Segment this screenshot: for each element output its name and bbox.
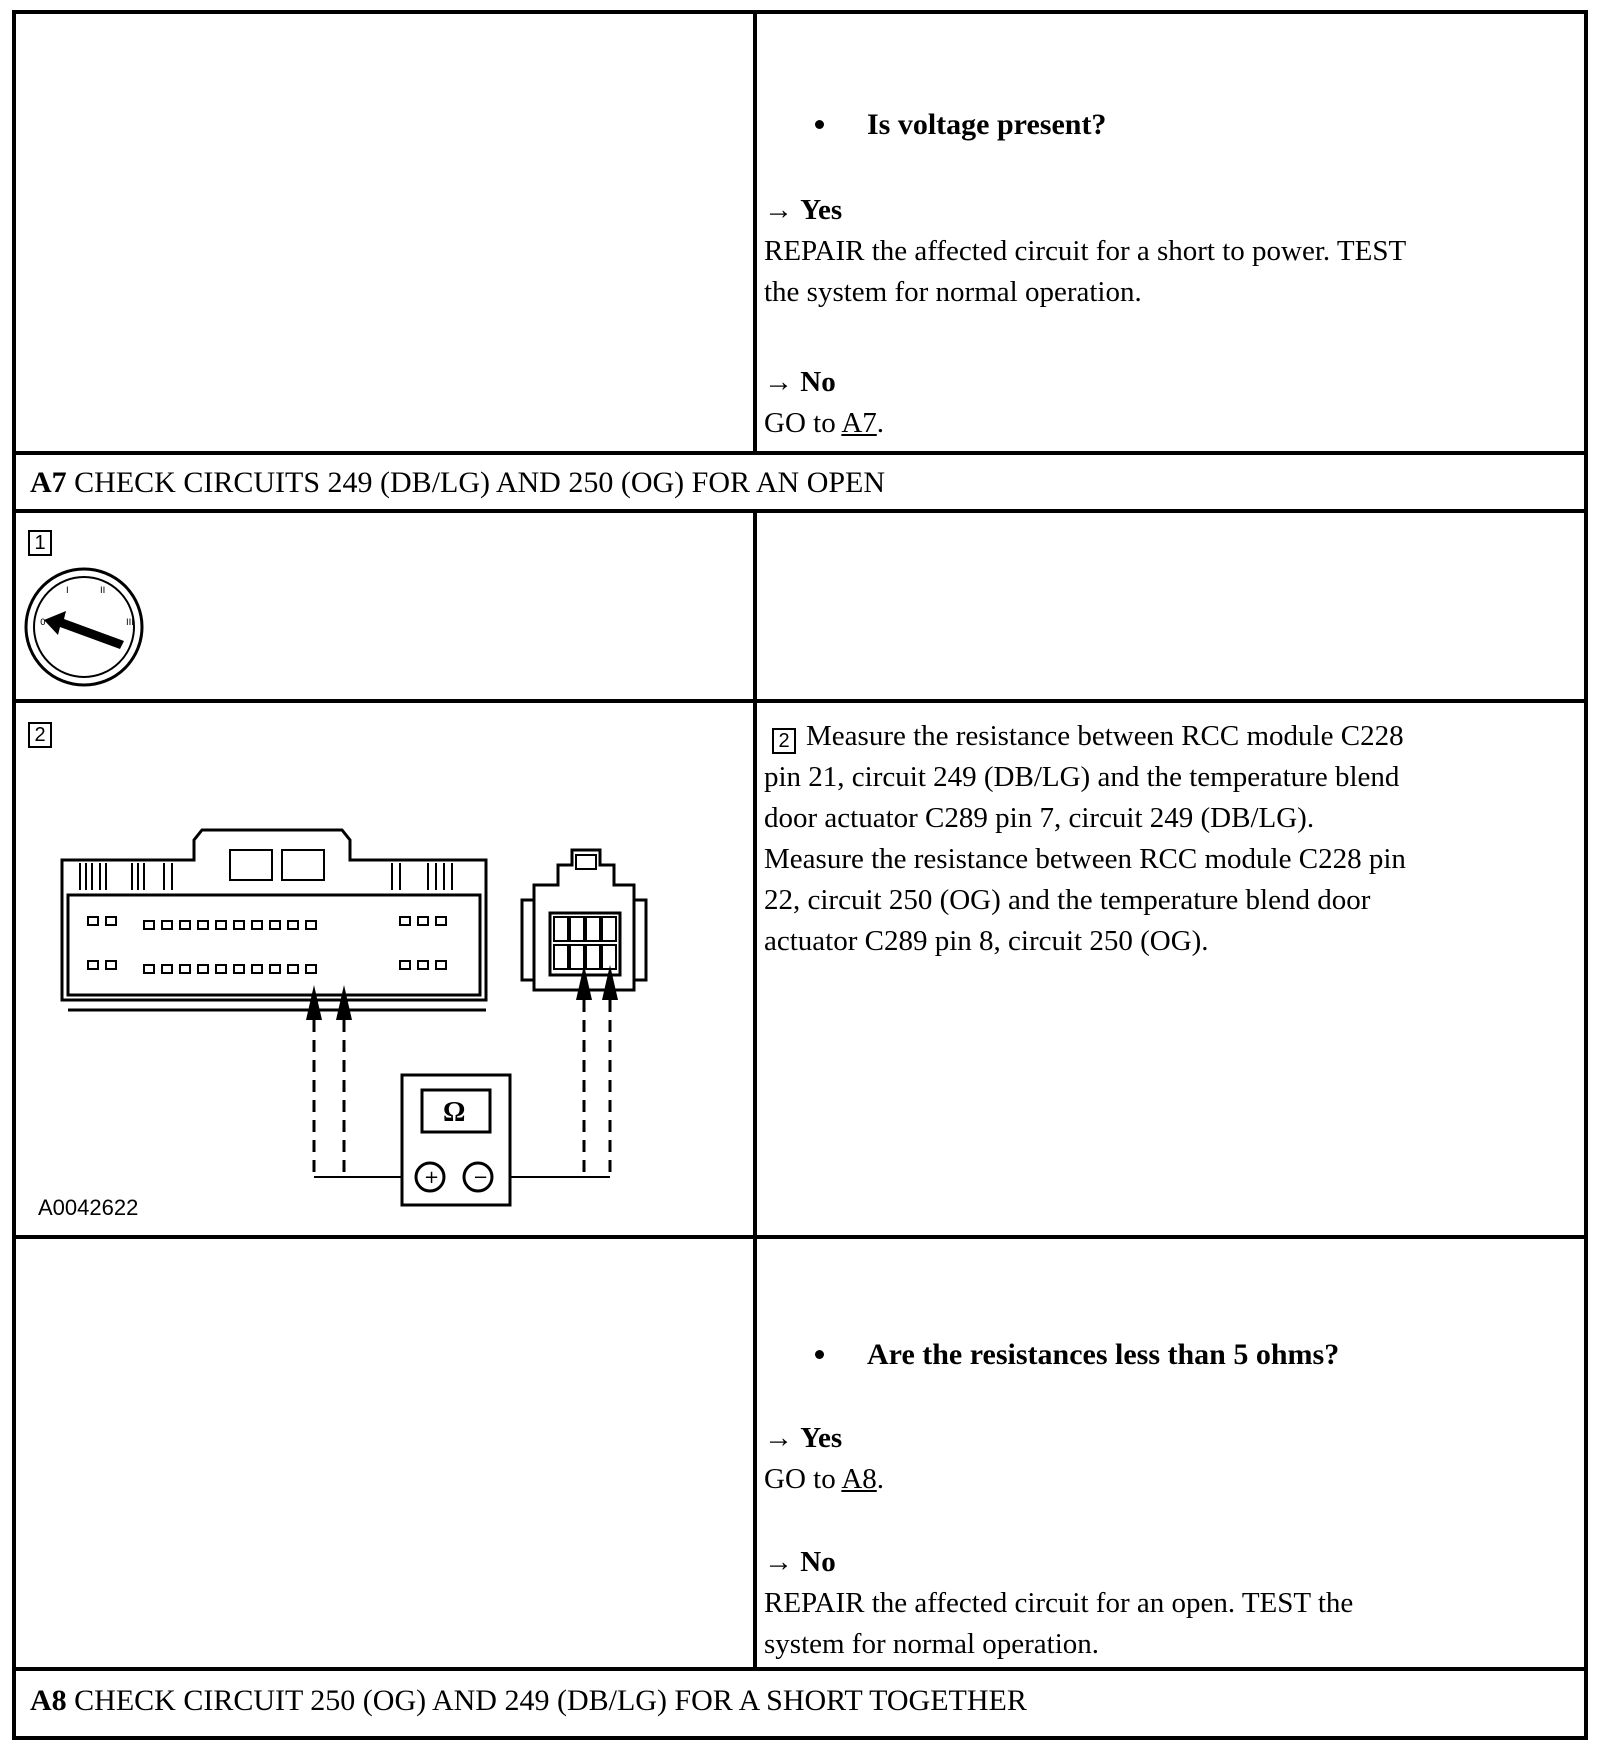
instruction-line: 22, circuit 250 (OG) and the temperature… xyxy=(764,884,1371,916)
svg-text:−: − xyxy=(473,1167,488,1188)
ignition-off-icon: 0 I II III xyxy=(24,567,144,687)
step-number-box: 1 xyxy=(28,530,52,556)
yes-label: Yes xyxy=(800,194,843,226)
arrow-icon: → xyxy=(764,1422,793,1454)
section-code: A7 xyxy=(30,466,67,499)
instruction-line: Measure the resistance between RCC modul… xyxy=(806,720,1404,752)
svg-text:0: 0 xyxy=(40,618,46,628)
yes-outcome: → Yes GO to A8. xyxy=(764,1418,884,1500)
no-outcome: → No REPAIR the affected circuit for an … xyxy=(764,1542,1353,1665)
pin-row-bottom xyxy=(87,960,447,974)
step-number-box: 2 xyxy=(28,722,52,748)
question-text: Are the resistances less than 5 ohms? xyxy=(867,1338,1340,1371)
link-a7[interactable]: A7 xyxy=(841,407,877,439)
yes-label: Yes xyxy=(800,1422,843,1454)
row-divider xyxy=(12,1235,1588,1239)
ohmmeter-icon xyxy=(400,1073,512,1207)
svg-text:III: III xyxy=(126,618,134,628)
instruction-line: door actuator C289 pin 7, circuit 249 (D… xyxy=(764,802,1315,834)
question-text: Is voltage present? xyxy=(867,108,1107,141)
arrow-icon: → xyxy=(764,366,793,398)
diagram-code: A0042622 xyxy=(38,1195,139,1220)
instruction-line: Measure the resistance between RCC modul… xyxy=(764,843,1406,875)
svg-text:+: + xyxy=(424,1167,439,1188)
ohm-symbol: Ω xyxy=(443,1097,465,1128)
rcc-connector-c228 xyxy=(60,828,488,1012)
bullet-icon xyxy=(815,1350,824,1359)
yes-text: GO to xyxy=(764,1463,842,1495)
row-divider xyxy=(12,699,1588,703)
arrow-icon: → xyxy=(764,194,793,226)
diagnostic-table: Is voltage present? → Yes REPAIR the aff… xyxy=(12,10,1588,1740)
column-divider xyxy=(753,10,757,451)
section-title: CHECK CIRCUIT 250 (OG) AND 249 (DB/LG) F… xyxy=(74,1684,1027,1717)
svg-text:I: I xyxy=(66,586,69,596)
bullet-icon xyxy=(815,120,824,129)
section-header-a7: A7 CHECK CIRCUITS 249 (DB/LG) AND 250 (O… xyxy=(30,463,885,503)
yes-outcome: → Yes REPAIR the affected circuit for a … xyxy=(764,190,1406,313)
no-outcome: → No GO to A7. xyxy=(764,362,884,444)
section-title: CHECK CIRCUITS 249 (DB/LG) AND 250 (OG) … xyxy=(74,466,886,499)
section-code: A8 xyxy=(30,1684,67,1717)
row-divider xyxy=(12,509,1588,513)
connector-measurement-diagram: Ω + − xyxy=(60,828,648,1207)
svg-text:II: II xyxy=(100,586,105,596)
pin-row-top xyxy=(87,916,447,930)
yes-text: REPAIR the affected circuit for a short … xyxy=(764,235,1407,267)
punctuation: . xyxy=(876,1463,885,1495)
column-divider xyxy=(753,509,757,1667)
yes-text: the system for normal operation. xyxy=(764,276,1142,308)
punctuation: . xyxy=(876,407,885,439)
row-divider xyxy=(12,451,1588,455)
no-label: No xyxy=(800,1546,836,1578)
section-header-a8: A8 CHECK CIRCUIT 250 (OG) AND 249 (DB/LG… xyxy=(30,1681,1027,1721)
no-text: REPAIR the affected circuit for an open.… xyxy=(764,1587,1354,1619)
instruction-line: pin 21, circuit 249 (DB/LG) and the temp… xyxy=(764,761,1400,793)
table-border xyxy=(12,10,1588,1740)
step-number-box: 2 xyxy=(772,728,796,754)
no-text: GO to xyxy=(764,407,842,439)
arrow-icon: → xyxy=(764,1546,793,1578)
no-text: system for normal operation. xyxy=(764,1628,1100,1660)
link-a8[interactable]: A8 xyxy=(841,1463,877,1495)
instruction-line: actuator C289 pin 8, circuit 250 (OG). xyxy=(764,925,1209,957)
no-label: No xyxy=(800,366,836,398)
row-divider xyxy=(12,1667,1588,1671)
